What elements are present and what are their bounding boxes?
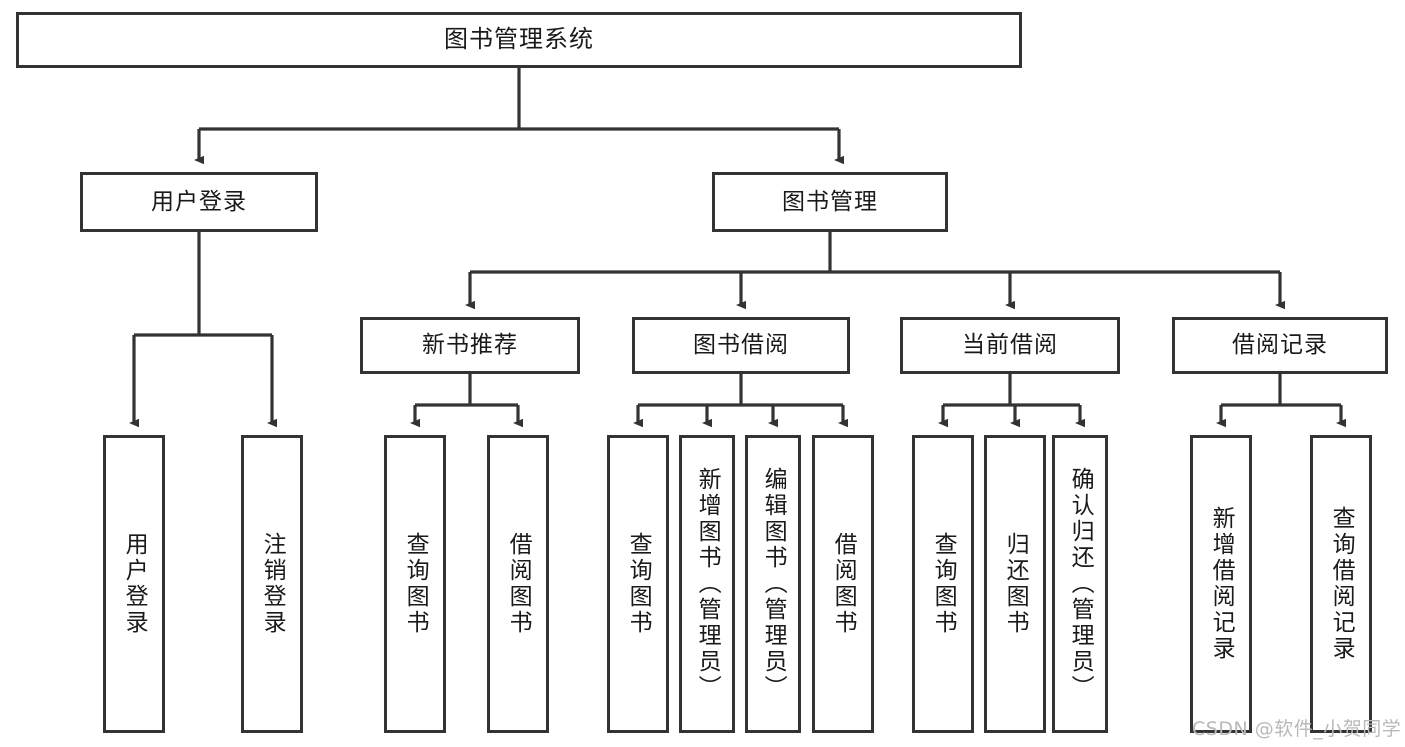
node-leaf-query-book-2[interactable]: 查询图书: [607, 435, 669, 733]
node-label: 查询借阅记录: [1328, 506, 1355, 662]
node-label: 注销登录: [259, 532, 286, 636]
node-label: 图书管理系统: [444, 25, 594, 54]
node-label: 编辑图书（管理员）: [760, 467, 787, 701]
node-book-manage[interactable]: 图书管理: [712, 172, 948, 232]
node-label: 借阅图书: [830, 532, 857, 636]
node-label: 借阅记录: [1232, 332, 1328, 359]
node-label: 查询图书: [402, 532, 429, 636]
node-leaf-edit-book[interactable]: 编辑图书（管理员）: [745, 435, 801, 733]
node-label: 归还图书: [1002, 532, 1029, 636]
node-leaf-query-book-1[interactable]: 查询图书: [384, 435, 446, 733]
node-borrow-record[interactable]: 借阅记录: [1172, 317, 1388, 374]
node-label: 新增借阅记录: [1208, 506, 1235, 662]
node-leaf-logout[interactable]: 注销登录: [241, 435, 303, 733]
node-user-login[interactable]: 用户登录: [80, 172, 318, 232]
node-leaf-borrow-book-1[interactable]: 借阅图书: [487, 435, 549, 733]
node-current-borrow[interactable]: 当前借阅: [900, 317, 1120, 374]
node-leaf-return-book[interactable]: 归还图书: [984, 435, 1046, 733]
node-leaf-confirm-return[interactable]: 确认归还（管理员）: [1052, 435, 1108, 733]
node-label: 查询图书: [625, 532, 652, 636]
node-leaf-add-book[interactable]: 新增图书（管理员）: [679, 435, 735, 733]
node-label: 确认归还（管理员）: [1067, 467, 1094, 701]
node-label: 图书借阅: [693, 332, 789, 359]
node-label: 新书推荐: [422, 332, 518, 359]
csdn-watermark: CSDN @软件_小贺同学: [1192, 718, 1402, 740]
node-new-book-rec[interactable]: 新书推荐: [360, 317, 580, 374]
node-root-图书管理系统[interactable]: 图书管理系统: [16, 12, 1022, 68]
node-leaf-borrow-book-2[interactable]: 借阅图书: [812, 435, 874, 733]
node-leaf-query-record[interactable]: 查询借阅记录: [1310, 435, 1372, 733]
node-label: 新增图书（管理员）: [694, 467, 721, 701]
node-label: 当前借阅: [962, 332, 1058, 359]
node-label: 用户登录: [121, 532, 148, 636]
node-leaf-add-record[interactable]: 新增借阅记录: [1190, 435, 1252, 733]
node-leaf-user-login[interactable]: 用户登录: [103, 435, 165, 733]
node-leaf-query-book-3[interactable]: 查询图书: [912, 435, 974, 733]
node-label: 用户登录: [151, 188, 247, 215]
node-label: 查询图书: [930, 532, 957, 636]
node-label: 图书管理: [782, 188, 878, 215]
node-book-borrow[interactable]: 图书借阅: [632, 317, 850, 374]
node-label: 借阅图书: [505, 532, 532, 636]
